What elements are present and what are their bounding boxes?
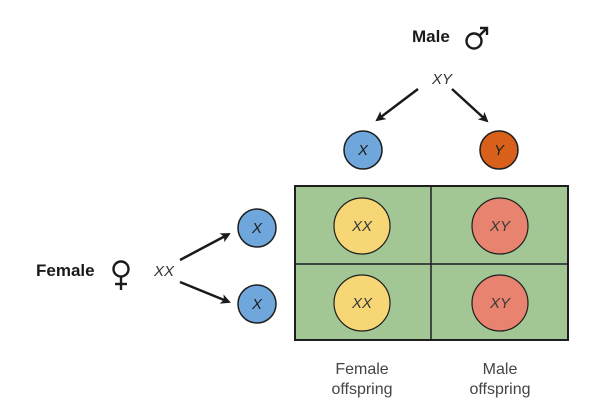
male-arrow-left	[375, 88, 419, 122]
male-gamete-y: Y	[479, 130, 519, 170]
female-symbol-icon	[112, 260, 130, 290]
female-offspring-caption-line2: offspring	[331, 381, 392, 398]
female-genotype: XX	[153, 263, 175, 280]
offspring-genotype: XX	[351, 295, 373, 312]
male-gamete-x: X	[343, 130, 383, 170]
female-gamete-label: X	[251, 220, 263, 237]
grid-cell-r1c2: XY	[471, 197, 529, 255]
male-gamete-y-label: Y	[494, 142, 505, 159]
male-offspring-caption-line2: offspring	[469, 381, 530, 398]
offspring-genotype: XY	[489, 218, 511, 235]
grid-cell-r2c2: XY	[471, 274, 529, 332]
offspring-genotype: XX	[351, 218, 373, 235]
male-genotype: XY	[431, 71, 453, 88]
female-arrow-up	[179, 232, 231, 262]
female-gamete-label: X	[251, 296, 263, 313]
punnett-grid	[294, 185, 569, 341]
grid-cell-r2c1: XX	[333, 274, 391, 332]
grid-cell-r1c1: XX	[333, 197, 391, 255]
female-gamete-x-bottom: X	[237, 284, 277, 324]
male-gamete-x-label: X	[357, 142, 369, 159]
female-label: Female	[36, 261, 95, 280]
offspring-genotype: XY	[489, 295, 511, 312]
female-offspring-caption-line1: Female	[335, 361, 388, 378]
male-symbol-icon	[465, 26, 489, 50]
female-gamete-x-top: X	[237, 208, 277, 248]
male-offspring-caption-line1: Male	[483, 361, 518, 378]
female-arrow-down	[179, 280, 231, 304]
male-label: Male	[412, 27, 450, 46]
male-arrow-right	[451, 88, 489, 123]
